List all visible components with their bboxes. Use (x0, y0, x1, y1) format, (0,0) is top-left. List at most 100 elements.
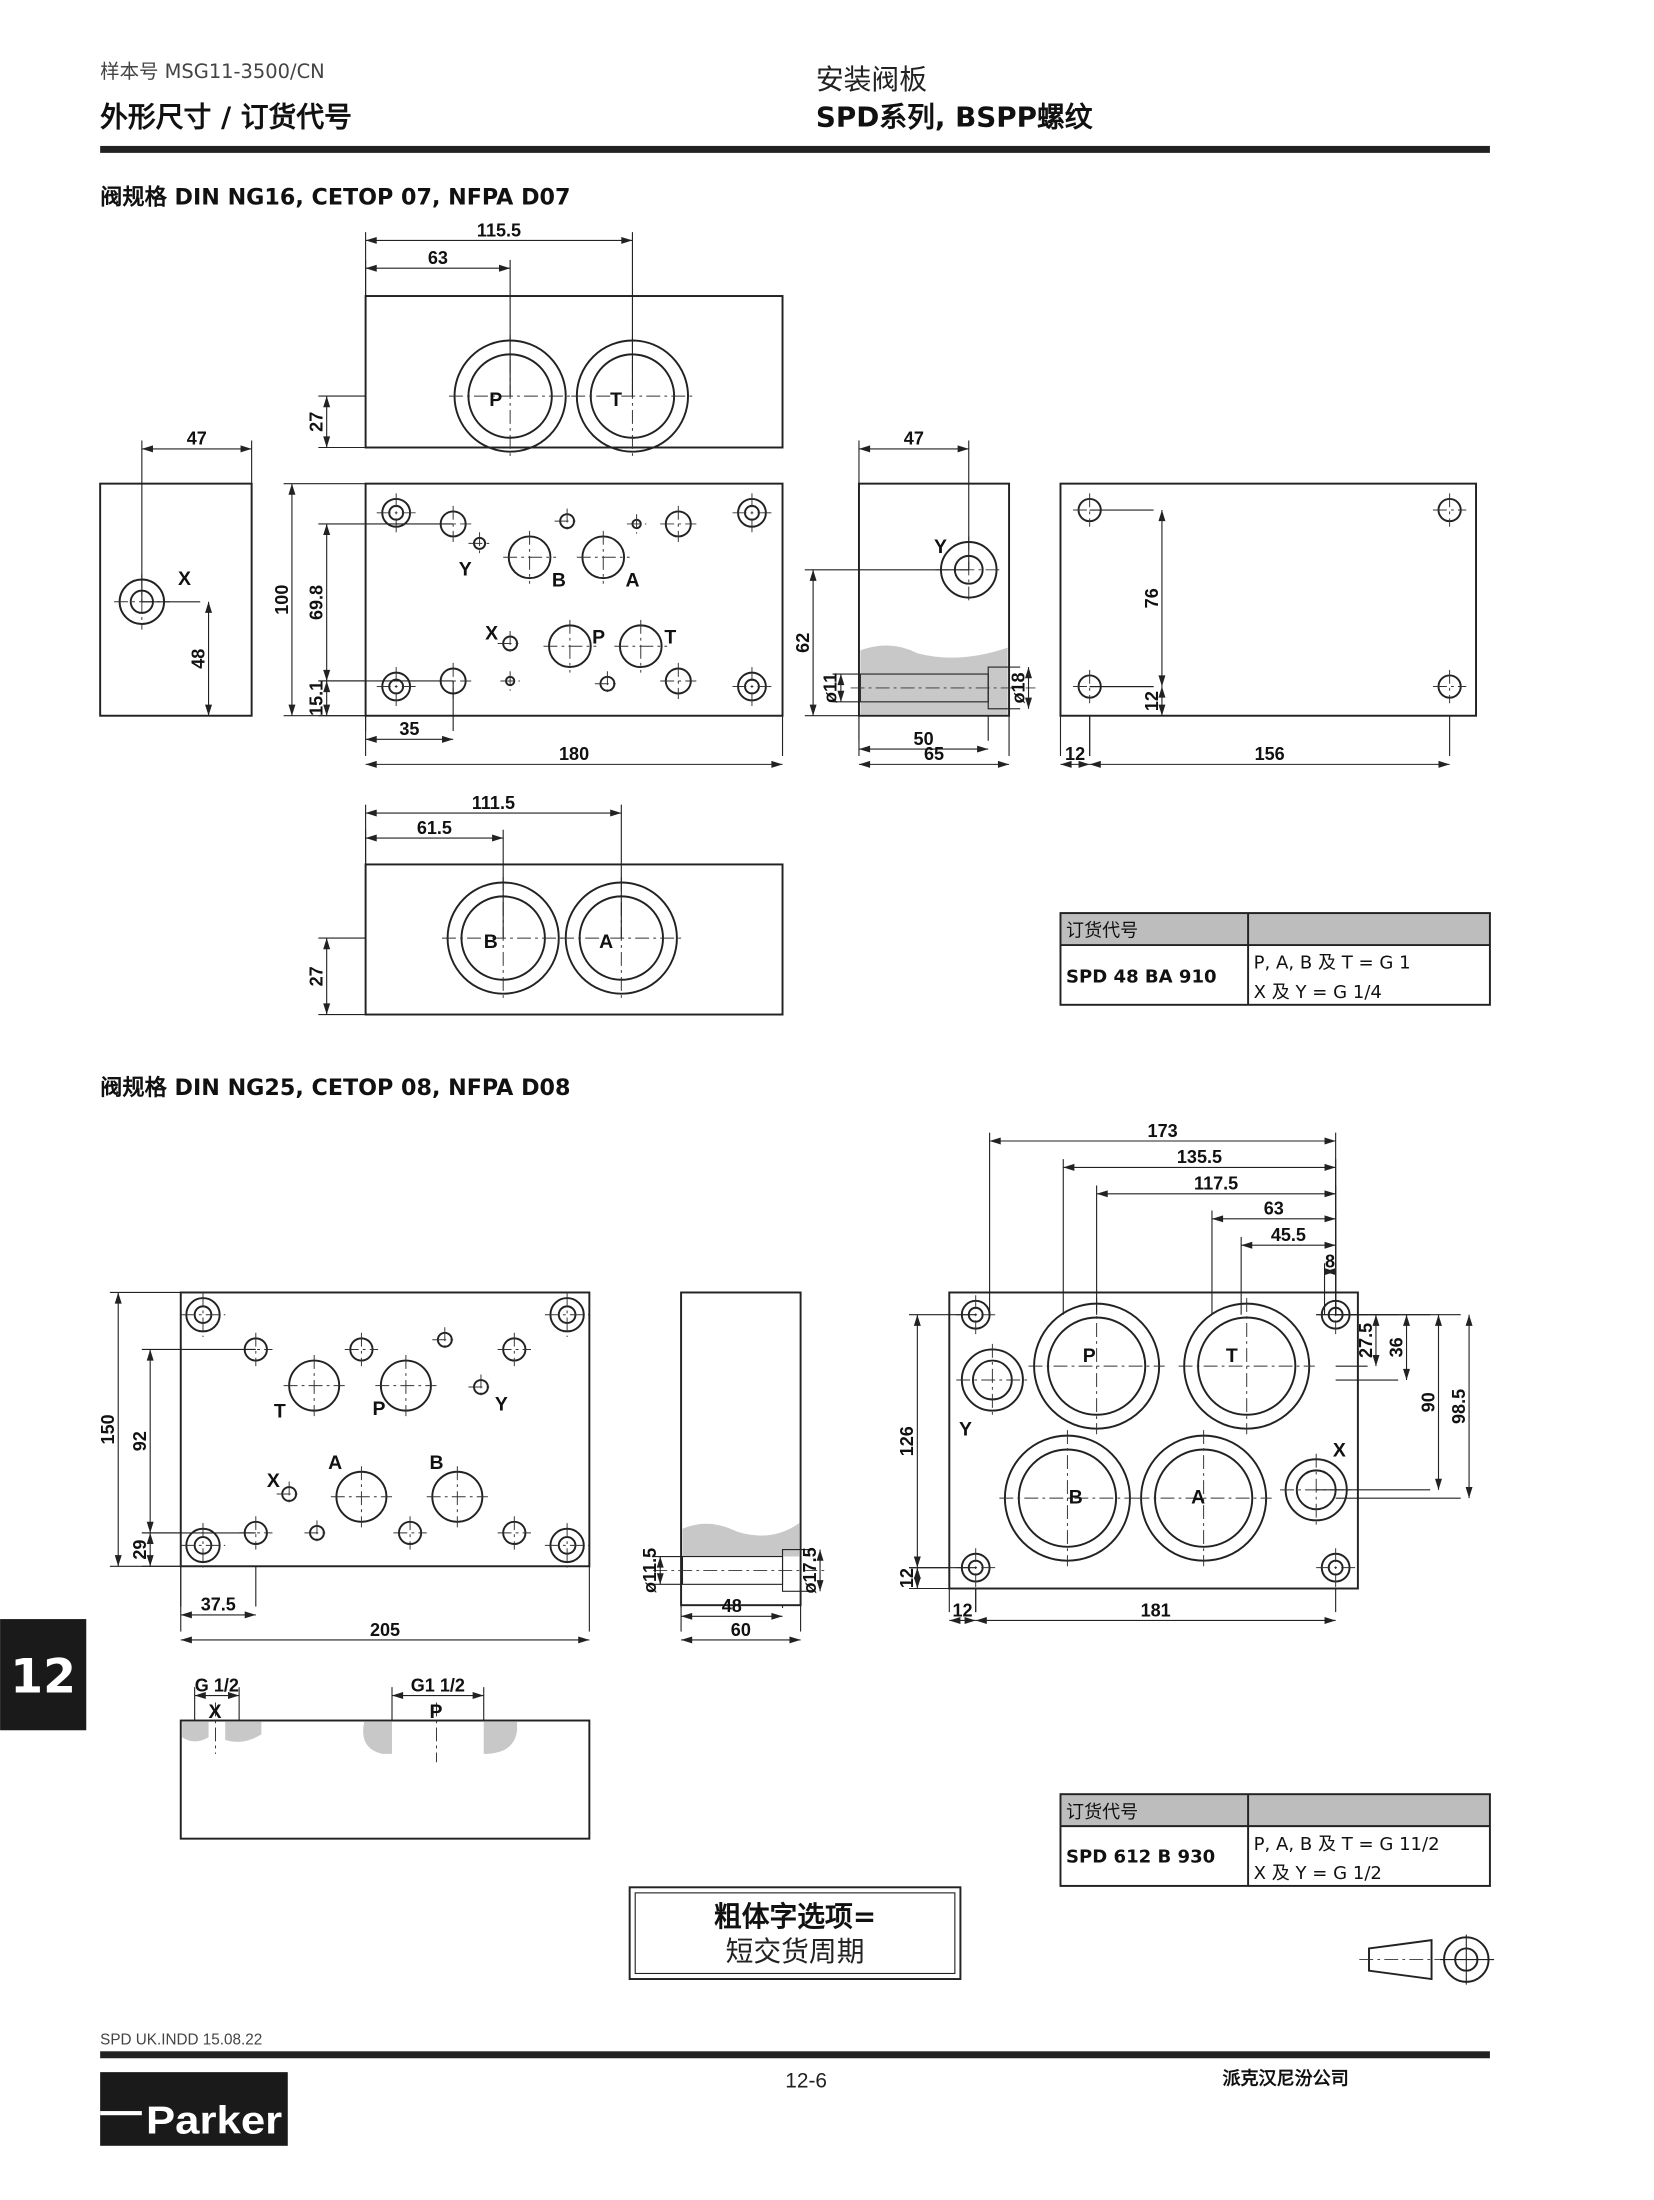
port-label: A (625, 569, 639, 591)
dimension-value: 100 (272, 585, 292, 615)
order-table-ng25: 订货代号 SPD 612 B 930 P, A, B 及 T = G 11/2 … (1059, 1793, 1491, 1887)
dimension-value: 62 (793, 633, 813, 653)
dimension-value: 76 (1142, 588, 1162, 608)
dimension: 47 (141, 429, 253, 602)
thread-spec-main: P, A, B 及 T = G 1 (1254, 953, 1411, 974)
port-hole (304, 1520, 330, 1546)
port-hole (432, 1327, 458, 1353)
port-hole (1432, 493, 1467, 527)
dimension-value: 15.1 (307, 681, 327, 716)
dimension-value: ø11 (821, 673, 841, 703)
port-label: B (430, 1452, 444, 1474)
thread-spec-main: P, A, B 及 T = G 11/2 (1254, 1834, 1440, 1855)
port-hole (283, 1355, 345, 1417)
dimension: 126 (897, 1314, 976, 1569)
dimension-value: 181 (1141, 1600, 1171, 1620)
top-view-pt (364, 295, 784, 449)
dimension-value: 92 (130, 1431, 150, 1451)
dimension: 35 (365, 680, 454, 743)
technical-drawings (99, 295, 1477, 1840)
port-label: P (592, 626, 605, 648)
port-hole (344, 1332, 379, 1367)
dimension-value: 156 (1255, 744, 1285, 764)
dimension: 135.5 (1062, 1147, 1337, 1315)
dimension: ø11 (821, 673, 859, 703)
dimension-value: 27 (307, 966, 327, 986)
port-hole (732, 493, 772, 533)
port-hole (732, 667, 772, 707)
dimension: 76 (1089, 509, 1166, 688)
dimension-value: 115.5 (477, 220, 521, 240)
order-table-ng16: 订货代号 SPD 48 BA 910 P, A, B 及 T = G 1 X 及… (1059, 912, 1491, 1006)
dimension-value: 48 (722, 1596, 742, 1616)
port-label: T (664, 626, 676, 648)
dimension: 27 (307, 937, 366, 1016)
port-hole (180, 1292, 226, 1337)
port-hole (576, 530, 630, 584)
dimension-value: 205 (370, 1620, 400, 1640)
dimension-value: 45.5 (1271, 1225, 1306, 1245)
dimension-value: 47 (187, 429, 207, 449)
dimension-value: ø11.5 (640, 1548, 660, 1593)
port-label: X (178, 568, 191, 590)
page-title: 外形尺寸 / 订货代号 (100, 100, 352, 133)
port-hole (500, 671, 520, 691)
dimension-value: 37.5 (201, 1595, 236, 1615)
dimension-value: ø17.5 (800, 1547, 820, 1593)
dimension: 63 (1211, 1199, 1337, 1315)
dimension-value: 63 (1264, 1199, 1284, 1219)
dimension-value: 98.5 (1449, 1389, 1469, 1424)
port-label: Y (495, 1394, 508, 1416)
dimension: 115.5 (365, 220, 633, 397)
order-table-header: 订货代号 (1066, 1802, 1138, 1823)
port-label: X (1333, 1439, 1346, 1461)
port-hole (1135, 1430, 1272, 1567)
order-table-header: 订货代号 (1066, 921, 1138, 942)
third-angle-projection-icon (1359, 1934, 1495, 1985)
svg-text:Parker: Parker (146, 2099, 282, 2142)
port-hole (393, 1516, 427, 1550)
footer-rule (100, 2051, 1490, 2059)
port-label: Y (459, 558, 472, 580)
dimension-value: 27 (307, 412, 327, 432)
port-hole (544, 1523, 590, 1568)
dimension-value: 48 (188, 649, 208, 669)
left-side-view (99, 482, 253, 717)
company-name: 派克汉尼汾公司 (1222, 2068, 1348, 2090)
port-label: A (1191, 1487, 1205, 1509)
dimension: 181 (975, 1588, 1337, 1624)
dimension-value: ø18 (1008, 672, 1028, 703)
port-label: P (1083, 1345, 1096, 1367)
header-rule (100, 145, 1490, 153)
plan-view-right-ng25 (948, 1291, 1359, 1590)
port-hole (376, 493, 416, 533)
port-hole (1178, 1298, 1315, 1435)
section1-title: 阀规格 DIN NG16, CETOP 07, NFPA D07 (100, 183, 570, 210)
dimension-value: G1 1/2 (411, 1675, 465, 1695)
dimension: 12 (1089, 685, 1166, 717)
dimension-value: 35 (399, 719, 419, 739)
note-box: 粗体字选项= 短交货周期 (628, 1886, 962, 1980)
parker-logo: Parker (100, 2072, 288, 2146)
port-label: Y (959, 1419, 972, 1441)
dimension-value: 63 (428, 248, 448, 268)
port-hole (426, 1466, 488, 1528)
dimension: 12 (1059, 715, 1091, 768)
port-hole (543, 619, 597, 673)
port-label: X (267, 1470, 280, 1492)
port-hole (376, 667, 416, 707)
dimension: 37.5 (180, 1566, 257, 1619)
port-hole (375, 1355, 437, 1417)
port-hole (660, 505, 697, 543)
chapter-tab (0, 1619, 87, 1731)
dimension-value: 180 (559, 744, 589, 764)
dimension: 12 (897, 1567, 950, 1590)
catalog-number: 样本号 MSG11-3500/CN (100, 60, 325, 83)
section-hatch (860, 645, 1008, 715)
dimension-value: 135.5 (1177, 1147, 1222, 1167)
dimension-value: 150 (98, 1414, 118, 1444)
order-code: SPD 612 B 930 (1066, 1846, 1215, 1867)
